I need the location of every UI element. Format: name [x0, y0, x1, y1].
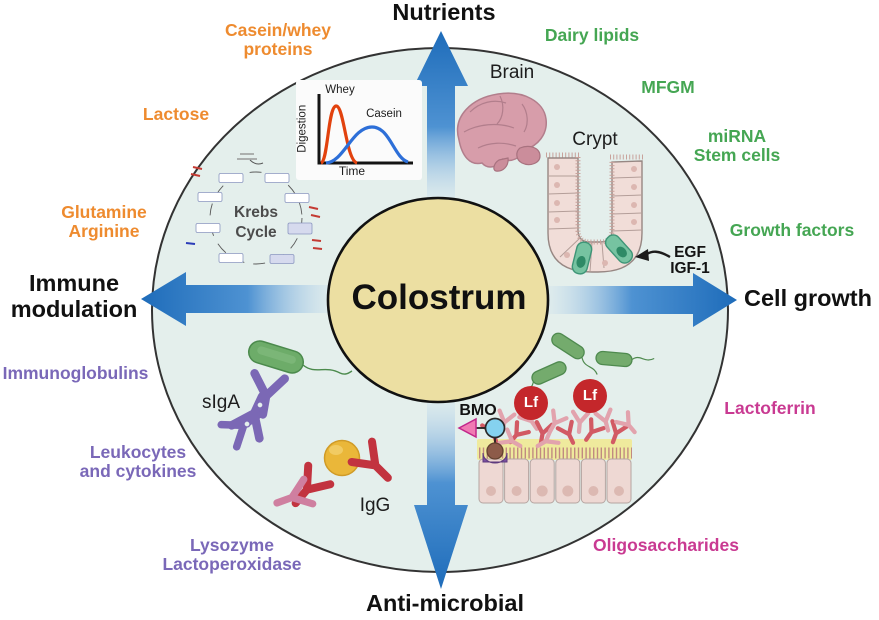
label-mfgm: MFGM — [641, 77, 695, 97]
glycan-circle — [484, 417, 506, 439]
crypt-illustration — [546, 152, 671, 275]
axis-arrows — [141, 31, 737, 589]
label-lysozyme-lactoperoxidase: Lysozyme Lactoperoxidase — [162, 535, 302, 575]
label-egf-igf1: EGF IGF-1 — [670, 244, 710, 278]
label-siga: sIgA — [201, 392, 241, 413]
egf-pointer-head — [635, 249, 649, 261]
label-immunoglobulins: Immunoglobulins — [2, 363, 149, 383]
label-crypt: Crypt — [572, 129, 618, 150]
glycan-triangle — [457, 417, 477, 439]
label-oligosaccharides: Oligosaccharides — [593, 535, 739, 555]
arrow-right — [546, 273, 737, 327]
krebs-cycle-schematic — [185, 153, 323, 265]
chart-series-casein: Casein — [366, 108, 402, 120]
igg-illustration — [272, 441, 398, 516]
bacterium — [247, 340, 305, 374]
whey-curve — [319, 104, 358, 165]
label-brain: Brain — [489, 62, 535, 83]
chart-series-whey: Whey — [325, 84, 355, 96]
stem-cell — [571, 241, 593, 275]
chart-xlabel-time: Time — [338, 164, 366, 178]
arrow-left — [141, 272, 335, 326]
casein-curve — [325, 125, 409, 165]
axis-label-anti-microbial: Anti-microbial — [366, 590, 524, 616]
siga-illustration — [221, 340, 353, 447]
axis-label-cell-growth: Cell growth — [744, 285, 872, 311]
label-dairy-lipids: Dairy lipids — [544, 25, 640, 45]
label-casein-whey-proteins: Casein/whey proteins — [224, 20, 332, 60]
label-growth-factors: Growth factors — [729, 220, 855, 240]
brain-illustration — [456, 92, 547, 172]
arrow-up — [414, 31, 468, 205]
bacteria-group — [522, 332, 655, 398]
label-lactose: Lactose — [142, 104, 210, 124]
label-mirna-stem-cells: miRNA Stem cells — [693, 126, 781, 166]
epithelial-cells — [478, 458, 632, 504]
axis-label-immune-modulation: Immune modulation — [10, 270, 138, 322]
arrow-down — [414, 396, 468, 589]
label-igg: IgG — [359, 495, 391, 516]
flagellum — [302, 364, 353, 375]
center-disc — [326, 196, 550, 404]
axis-label-nutrients: Nutrients — [392, 0, 496, 25]
label-leukocytes-cytokines: Leukocytes and cytokines — [79, 442, 197, 482]
lactoferrin-particle: Lf — [573, 379, 607, 413]
stem-cell — [604, 234, 634, 264]
label-glutamine-arginine: Glutamine Arginine — [61, 202, 147, 242]
antigen-sphere — [323, 439, 361, 477]
receptor-ball — [486, 442, 504, 460]
digestion-chart — [296, 80, 422, 180]
chart-ylabel-digestion: Digestion — [296, 104, 309, 153]
center-label-colostrum: Colostrum — [351, 278, 527, 317]
label-bmo: BMO — [459, 402, 497, 419]
label-lactoferrin: Lactoferrin — [724, 398, 816, 418]
label-krebs-cycle: Krebs Cycle — [234, 204, 278, 242]
antimicrobial-illustration — [457, 332, 655, 504]
lactoferrin-particle: Lf — [514, 386, 548, 420]
bmo-glycan — [457, 417, 508, 464]
receptor-cup — [482, 452, 508, 464]
